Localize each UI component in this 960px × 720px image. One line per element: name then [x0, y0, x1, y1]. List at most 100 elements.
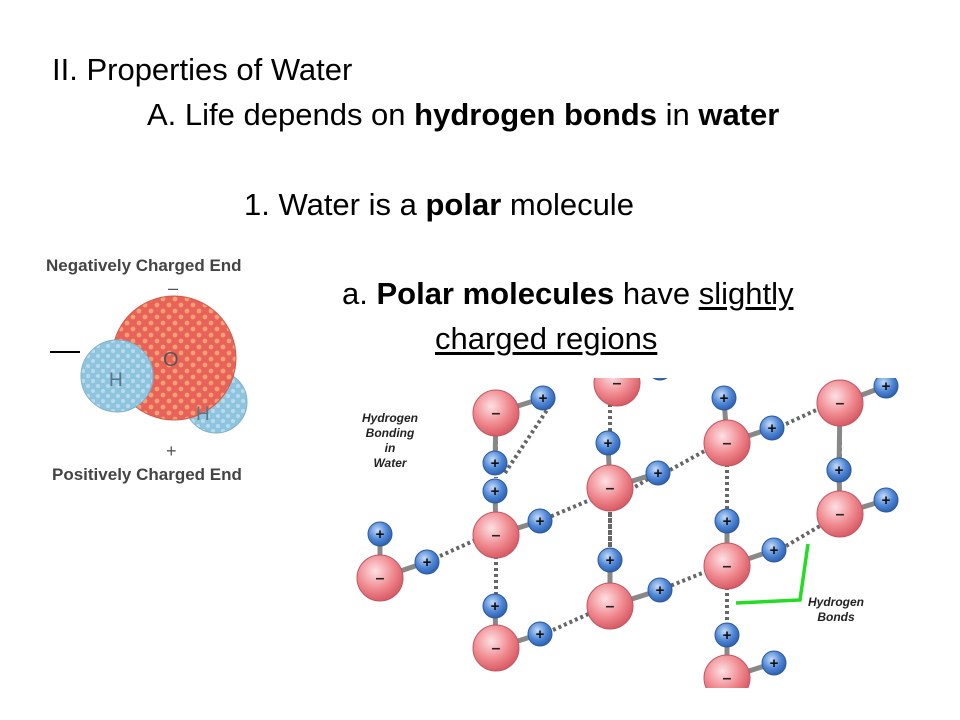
point-a-mid: in — [656, 97, 699, 132]
minus-sign-6: – — [836, 506, 845, 523]
positive-end-label: Positively Charged End — [52, 465, 242, 484]
hydrogen-atom-2-1 — [645, 460, 671, 486]
plus-sign-11-0: + — [723, 627, 732, 644]
oxygen-atom-9 — [586, 582, 634, 630]
oxygen-atom-7 — [356, 554, 404, 602]
hydrogen-atom-5-1 — [527, 508, 553, 534]
point-a-sub-underline-2: charged regions — [435, 321, 658, 356]
hydrogen-atom-7-0 — [367, 521, 393, 547]
slide-heading: II. Properties of Water — [52, 52, 353, 87]
plus-sign-3-0: + — [720, 390, 729, 407]
oxygen-atom-8 — [703, 542, 751, 590]
plus-sign-5-1: + — [536, 513, 545, 530]
hydrogen-atom-5-0 — [482, 478, 508, 504]
hydrogen-atom-10-1 — [527, 621, 553, 647]
oxygen-atom-5 — [472, 511, 520, 559]
hydrogen-atom-0-0 — [530, 385, 556, 411]
plus-sign-5-0: + — [491, 483, 500, 500]
plus-sign-10-1: + — [536, 626, 545, 643]
hydrogen-atom-9-0 — [597, 547, 623, 573]
plus-sign-3-1: + — [768, 420, 777, 437]
plus-sign-6-1: + — [835, 462, 844, 479]
point-a-bold-water: water — [698, 97, 780, 132]
bonds-label-line-2: Bonds — [817, 610, 855, 624]
minus-sign-3: – — [723, 435, 732, 452]
plus-sign-7-1: + — [423, 554, 432, 571]
hydrogen-symbol-right: H — [196, 404, 210, 425]
point-a-sub: a. Polar molecules have slightly — [342, 276, 793, 312]
minus-sign-1: – — [613, 378, 622, 392]
figure-title-line-2: Bonding — [366, 426, 415, 440]
point-a-sub-continued: charged regions — [435, 321, 657, 357]
plus-sign-10-0: + — [491, 598, 500, 615]
oxygen-atom-11 — [703, 654, 751, 688]
figure-title-line-3: in — [385, 441, 396, 455]
oxygen-atom-1 — [593, 378, 641, 407]
oxygen-atom-0 — [472, 389, 520, 437]
minus-sign-9: – — [606, 598, 615, 615]
hydrogen-atom-8-0 — [714, 508, 740, 534]
plus-sign-9-1: + — [656, 582, 665, 599]
minus-sign-4: – — [836, 395, 845, 412]
point-a-sub-underline-1: slightly — [698, 276, 794, 311]
plus-sign-8-0: + — [723, 513, 732, 530]
hydrogen-atom-3-1 — [759, 415, 785, 441]
negative-end-label: Negatively Charged End — [46, 256, 242, 275]
minus-sign-11: – — [723, 670, 732, 687]
point-1-post: molecule — [501, 187, 634, 222]
plus-sign-2-0: + — [604, 435, 613, 452]
minus-sign-7: – — [376, 570, 385, 587]
hydrogen-atom-9-1 — [647, 577, 673, 603]
plus-sign-7-0: + — [376, 526, 385, 543]
plus-sign-9-0: + — [606, 552, 615, 569]
oxygen-atom-6 — [816, 490, 864, 538]
minus-sign-2: – — [606, 480, 615, 497]
oxygen-atom-3 — [703, 419, 751, 467]
plus-sign-0-1: + — [491, 455, 500, 472]
figure-title-line-4: Water — [373, 456, 407, 470]
oxygen-atom-2 — [586, 464, 634, 512]
hydrogen-atom-7-1 — [414, 549, 440, 575]
plus-sign-2-1: + — [654, 465, 663, 482]
bonds-label-line-1: Hydrogen — [808, 595, 864, 609]
plus-sign-6-0: + — [882, 492, 891, 509]
point-a-sub-bold: Polar molecules — [376, 276, 615, 311]
minus-sign-0: – — [492, 405, 501, 422]
hydrogen-symbol-left: H — [109, 370, 123, 391]
point-a-sub-mid: have — [614, 276, 699, 311]
hydrogen-atom-4-1 — [873, 378, 899, 399]
hydrogen-bonding-figure: –++–++–++–++–++–++–++–++–++–++–++–++ Hyd… — [356, 378, 899, 688]
point-1: 1. Water is a polar molecule — [244, 187, 634, 223]
plus-sign-8-1: + — [770, 542, 779, 559]
oxygen-atom-4 — [816, 379, 864, 427]
point-a: A. Life depends on hydrogen bonds in wat… — [147, 97, 779, 133]
hydrogen-atom-left — [80, 339, 154, 413]
positive-sign: + — [166, 441, 177, 461]
point-a-sub-pre: a. — [342, 276, 377, 311]
plus-sign-11-1: + — [770, 655, 779, 672]
minus-sign-5: – — [492, 527, 501, 544]
point-1-pre: 1. Water is a — [244, 187, 426, 222]
point-a-bold-hbonds: hydrogen bonds — [414, 97, 657, 132]
point-1-bold: polar — [425, 187, 502, 222]
hydrogen-bond-11 — [784, 521, 827, 548]
water-molecule-figure: Negatively Charged End – O H H + Positiv… — [46, 256, 248, 484]
figure-title-line-1: Hydrogen — [362, 411, 418, 425]
oxygen-symbol: O — [163, 349, 179, 371]
hydrogen-atom-11-0 — [714, 622, 740, 648]
oxygen-atom-10 — [472, 624, 520, 672]
covalent-layer — [377, 378, 887, 681]
hydrogen-atom-6-0 — [873, 487, 899, 513]
plus-sign-4-1: + — [882, 378, 891, 395]
point-a-pre: A. Life depends on — [147, 97, 415, 132]
hydrogen-atom-6-1 — [826, 457, 852, 483]
minus-sign-8: – — [723, 558, 732, 575]
hydrogen-atom-1-1 — [652, 378, 668, 381]
negative-sign: – — [168, 278, 178, 298]
hydrogen-atom-11-1 — [761, 650, 787, 676]
hydrogen-bond-2 — [669, 446, 711, 472]
hydrogen-atom-3-0 — [711, 385, 737, 411]
atom-layer: –++–++–++–++–++–++–++–++–++–++–++–++ — [356, 378, 899, 688]
hydrogen-atom-8-1 — [761, 537, 787, 563]
hydrogen-atom-10-0 — [482, 593, 508, 619]
